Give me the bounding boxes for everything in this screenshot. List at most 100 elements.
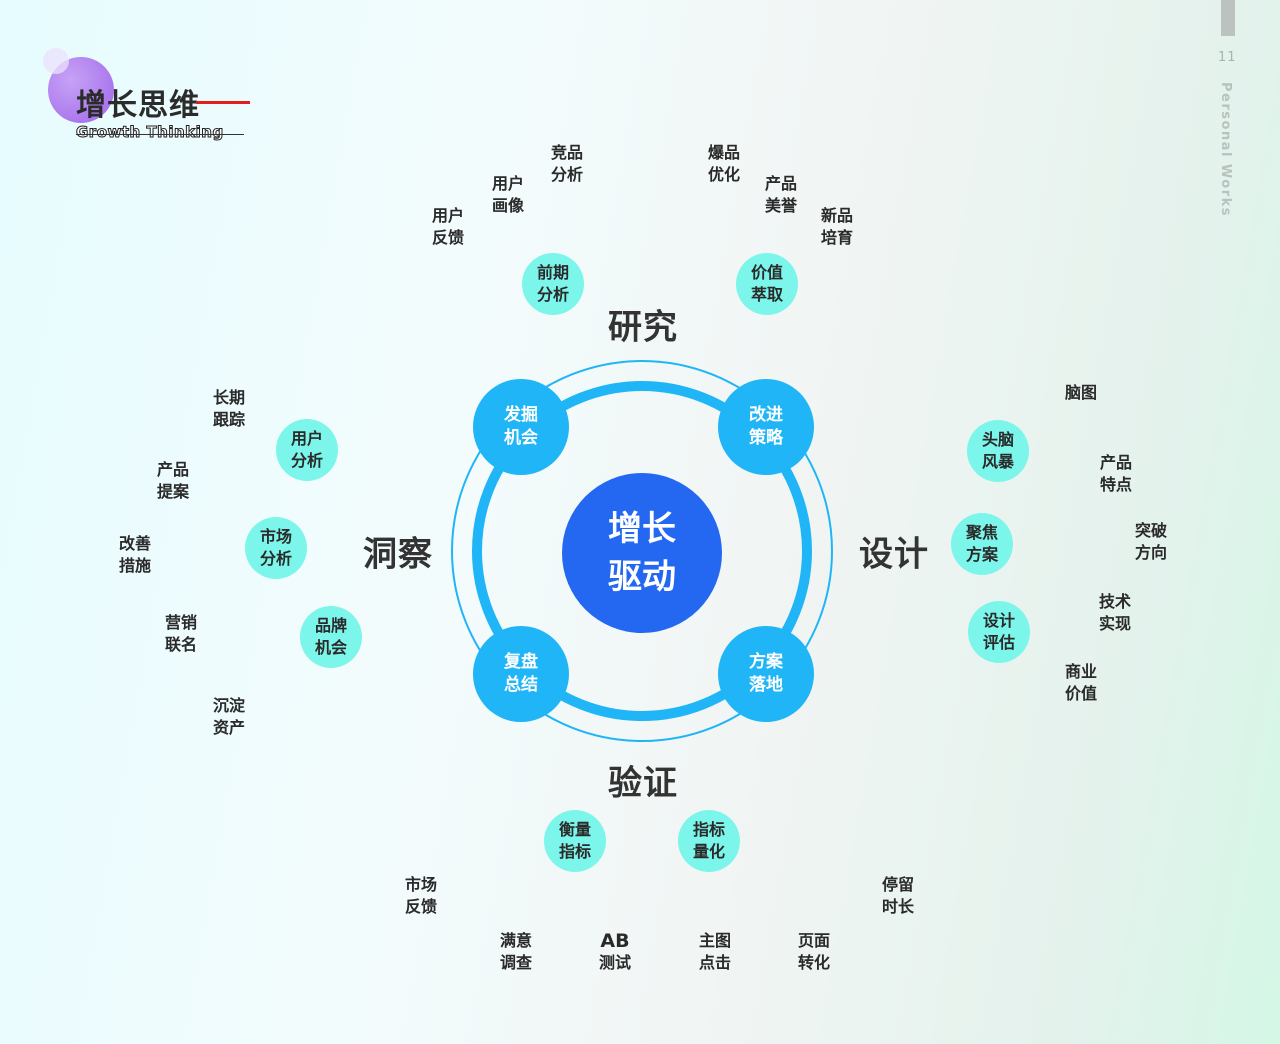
leaf-line2: 特点	[1099, 475, 1133, 494]
teal-line1: 价值	[750, 263, 783, 282]
leaf-item: 满意调查	[500, 930, 532, 974]
teal-line1: 前期	[536, 263, 569, 282]
leaf-item: 产品提案	[157, 459, 189, 503]
leaf-item: 竞品分析	[551, 142, 583, 186]
leaf-item: 产品特点	[1100, 452, 1132, 496]
ring-node-line2: 落地	[749, 675, 783, 695]
page-subtitle: Growth Thinking	[76, 123, 224, 142]
leaf-item: 商业价值	[1065, 661, 1097, 705]
leaf-line1: AB	[600, 930, 630, 952]
teal-line1: 头脑	[981, 430, 1014, 449]
leaf-line2: 测试	[598, 953, 632, 972]
leaf-line1: 技术	[1098, 592, 1132, 611]
leaf-line2: 跟踪	[212, 410, 246, 429]
leaf-line2: 培育	[820, 228, 854, 247]
ring-node-line1: 改进	[749, 405, 783, 425]
leaf-line1: 营销	[164, 613, 198, 632]
teal-node: 指标 量化	[678, 810, 740, 872]
side-bar-decoration	[1221, 0, 1235, 36]
ring-node-line2: 机会	[504, 428, 538, 448]
center-line1: 增长	[608, 509, 676, 549]
leaf-line1: 市场	[404, 875, 438, 894]
ring-node-line1: 方案	[749, 652, 783, 672]
teal-line2: 指标	[558, 842, 591, 861]
page-title: 增长思维	[76, 88, 200, 123]
leaf-item: 用户画像	[492, 173, 524, 217]
leaf-line1: 停留	[881, 875, 915, 894]
leaf-item: 新品培育	[821, 205, 853, 249]
leaf-line2: 优化	[707, 165, 741, 184]
teal-node: 品牌 机会	[300, 606, 362, 668]
leaf-line1: 新品	[820, 206, 854, 225]
leaf-item: 改善措施	[119, 533, 151, 577]
leaf-line1: 竞品	[550, 143, 584, 162]
teal-node: 用户 分析	[276, 419, 338, 481]
teal-line2: 风暴	[981, 452, 1014, 471]
stage-verify: 验证	[608, 763, 678, 804]
leaf-line2: 提案	[156, 482, 190, 501]
leaf-item: 爆品优化	[708, 142, 740, 186]
leaf-line1: 用户	[431, 206, 465, 225]
leaf-line1: 爆品	[707, 143, 741, 162]
leaf-item: 沉淀资产	[213, 695, 245, 739]
teal-line1: 品牌	[314, 616, 347, 635]
center-line2: 驱动	[608, 557, 676, 597]
leaf-item: 脑图	[1065, 382, 1097, 404]
center-node: 增长 驱动	[562, 473, 722, 633]
teal-node: 价值 萃取	[736, 253, 798, 315]
ring-node-implement: 方案 落地	[718, 626, 814, 722]
teal-line2: 量化	[692, 842, 725, 861]
leaf-line2: 反馈	[431, 228, 465, 247]
teal-node: 设计 评估	[968, 601, 1030, 663]
ring-node-review: 复盘 总结	[473, 626, 569, 722]
leaf-line2: 实现	[1098, 614, 1132, 633]
leaf-line2: 画像	[491, 196, 525, 215]
teal-line1: 用户	[290, 429, 323, 448]
teal-line2: 方案	[965, 545, 998, 564]
side-label: Personal Works	[1218, 82, 1233, 218]
leaf-item: 产品美誉	[765, 173, 797, 217]
leaf-line2: 措施	[118, 556, 152, 575]
teal-line1: 设计	[982, 611, 1015, 630]
teal-line2: 分析	[259, 549, 292, 568]
leaf-item: 营销联名	[165, 612, 197, 656]
leaf-line1: 满意	[499, 931, 533, 950]
leaf-line1: 主图	[698, 931, 732, 950]
leaf-line1: 改善	[118, 534, 152, 553]
ring-node-line2: 策略	[749, 428, 783, 448]
inner-thick-ring	[472, 381, 812, 721]
leaf-item: 主图点击	[699, 930, 731, 974]
leaf-item: 页面转化	[798, 930, 830, 974]
leaf-line1: 沉淀	[212, 696, 246, 715]
teal-node: 聚焦 方案	[951, 513, 1013, 575]
teal-node: 衡量 指标	[544, 810, 606, 872]
ring-node-discover: 发掘 机会	[473, 379, 569, 475]
teal-line1: 衡量	[558, 820, 591, 839]
stage-design: 设计	[859, 534, 929, 575]
leaf-line1: 产品	[764, 174, 798, 193]
teal-node: 市场 分析	[245, 517, 307, 579]
teal-line1: 市场	[259, 527, 292, 546]
teal-line1: 聚焦	[965, 523, 998, 542]
leaf-line1: 突破	[1134, 521, 1168, 540]
title-strike-line	[196, 101, 250, 104]
leaf-item: 市场反馈	[405, 874, 437, 918]
title-bubble-small-decoration	[43, 48, 69, 74]
leaf-line2: 联名	[164, 635, 198, 654]
leaf-line2: 美誉	[764, 196, 798, 215]
page-number: 11	[1218, 50, 1237, 65]
leaf-line1: 产品	[156, 460, 190, 479]
leaf-line1: 长期	[212, 388, 246, 407]
leaf-line1: 脑图	[1064, 383, 1098, 402]
ring-node-line1: 复盘	[504, 652, 538, 672]
teal-line1: 指标	[692, 820, 725, 839]
leaf-line2: 分析	[550, 165, 584, 184]
leaf-line1: 页面	[797, 931, 831, 950]
ring-node-improve: 改进 策略	[718, 379, 814, 475]
stage-insight: 洞察	[363, 534, 433, 575]
leaf-line2: 点击	[698, 953, 732, 972]
stage-research: 研究	[608, 307, 678, 348]
ring-node-line1: 发掘	[504, 405, 538, 425]
